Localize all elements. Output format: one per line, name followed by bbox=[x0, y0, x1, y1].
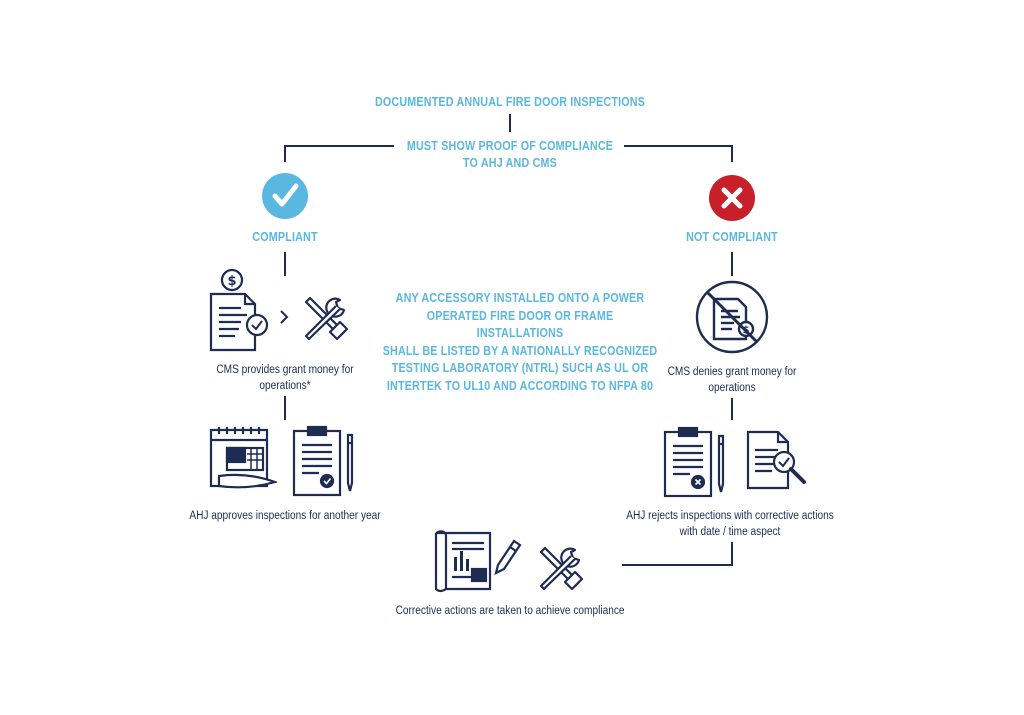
plans-pencil-icon bbox=[432, 527, 524, 597]
svg-text:$: $ bbox=[227, 274, 236, 289]
approve-caption: AHJ approves inspections for another yea… bbox=[189, 510, 381, 522]
note-line: INTERTEK TO UL10 AND ACCORDING TO NFPA 8… bbox=[386, 378, 654, 393]
deny-caption-2: operations bbox=[708, 382, 756, 394]
clipboard-rejected-icon bbox=[662, 426, 730, 498]
flow-title: DOCUMENTED ANNUAL FIRE DOOR INSPECTIONS bbox=[374, 95, 646, 109]
note-line: SHALL BE LISTED BY A NATIONALLY RECOGNIZ… bbox=[382, 343, 658, 358]
calendar-icon bbox=[207, 426, 277, 492]
note-line: ANY ACCESSORY INSTALLED ONTO A POWER bbox=[395, 291, 645, 305]
reject-caption-2: with date / time aspect bbox=[679, 526, 781, 538]
not-compliant-label: NOT COMPLIANT bbox=[686, 230, 778, 244]
wrench-screwdriver-icon bbox=[535, 542, 585, 592]
x-circle-icon bbox=[708, 174, 756, 222]
connector-proof-right bbox=[624, 145, 733, 162]
document-search-icon bbox=[744, 430, 810, 494]
checkmark-circle-icon bbox=[261, 172, 309, 220]
deny-caption-1: CMS denies grant money for bbox=[667, 366, 797, 378]
proof-line-2: TO AHJ AND CMS bbox=[462, 156, 557, 170]
compliant-label: COMPLIANT bbox=[252, 230, 318, 244]
accessory-listing-note: ANY ACCESSORY INSTALLED ONTO A POWER OPE… bbox=[382, 290, 657, 395]
connector-reject-corrective bbox=[622, 542, 733, 566]
grant-caption-1: CMS provides grant money for bbox=[216, 364, 354, 376]
no-grant-icon: $ bbox=[694, 279, 770, 355]
wrench-screwdriver-icon bbox=[300, 292, 350, 342]
note-line: OPERATED FIRE DOOR OR FRAME INSTALLATION… bbox=[426, 308, 614, 341]
corrective-caption: Corrective actions are taken to achieve … bbox=[395, 605, 625, 617]
connector-proof-left bbox=[284, 145, 394, 162]
reject-caption-1: AHJ rejects inspections with corrective … bbox=[626, 510, 834, 522]
clipboard-approved-icon bbox=[291, 425, 359, 497]
grant-document-icon: $ bbox=[205, 268, 273, 354]
chevron-right-icon bbox=[278, 309, 290, 325]
proof-line-1: MUST SHOW PROOF OF COMPLIANCE bbox=[406, 139, 614, 153]
note-line: TESTING LABORATORY (NTRL) SUCH AS UL OR bbox=[391, 361, 649, 375]
grant-caption-2: operations* bbox=[259, 380, 311, 392]
